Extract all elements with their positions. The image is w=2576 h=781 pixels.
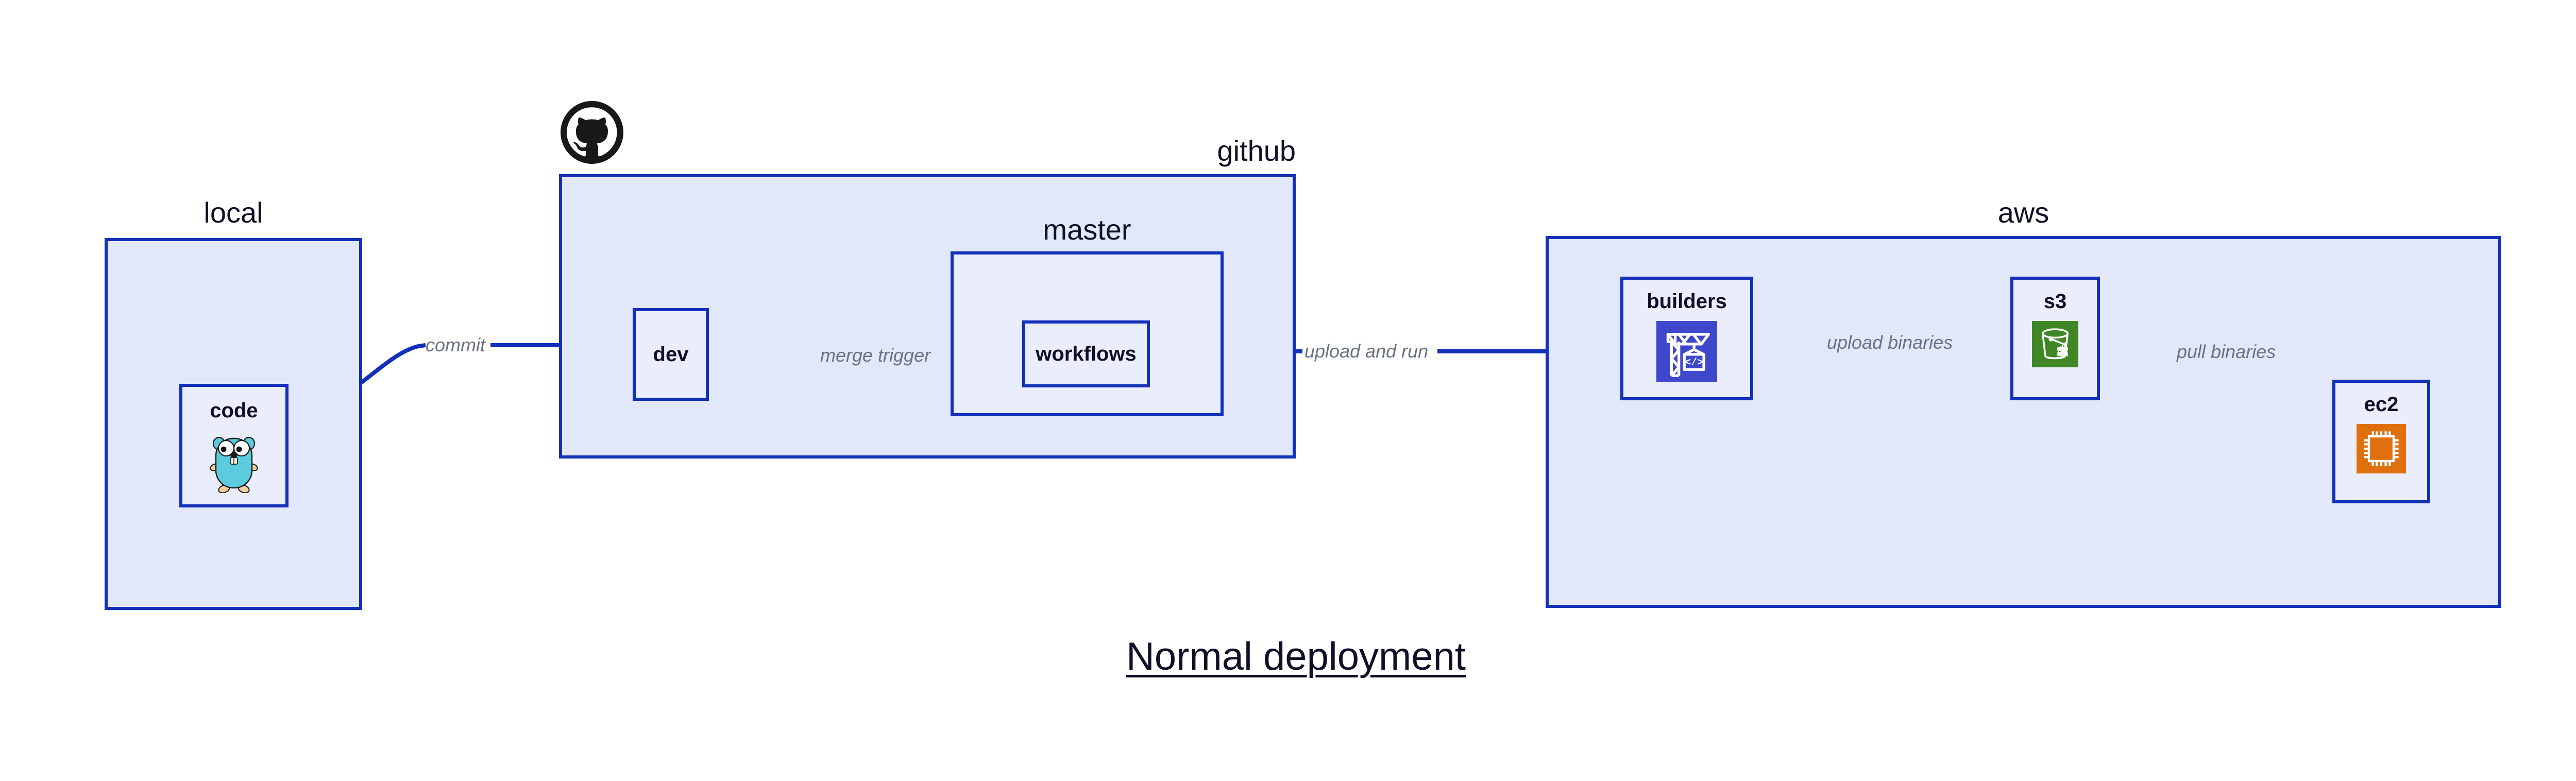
diagram-title: Normal deployment [1126, 635, 1466, 678]
edge-label-pull-binaries: pull binaries [2177, 341, 2276, 362]
node-label-dev: dev [653, 343, 689, 366]
node-label-builders: builders [1647, 290, 1727, 313]
aws-codebuild-icon: </> [1656, 321, 1717, 384]
node-label-code: code [210, 399, 258, 422]
github-octocat-icon [561, 101, 623, 166]
edge-label-merge-trigger: merge trigger [820, 345, 931, 366]
node-dev[interactable]: dev [633, 308, 709, 401]
node-code[interactable]: code [179, 384, 289, 507]
node-label-ec2: ec2 [2364, 393, 2399, 416]
edge-label-upload-binaries: upload binaries [1827, 332, 1953, 353]
edge-commit-line-a [418, 343, 426, 348]
node-workflows[interactable]: workflows [1022, 320, 1150, 387]
go-gopher-icon [209, 432, 259, 496]
edge-label-commit: commit [426, 334, 485, 355]
group-title-local: local [204, 196, 263, 229]
node-label-s3: s3 [2043, 290, 2067, 313]
node-label-workflows: workflows [1036, 343, 1137, 365]
node-ec2[interactable]: ec2 [2332, 380, 2430, 503]
node-builders[interactable]: builders < [1620, 277, 1753, 400]
svg-text:</>: </> [1685, 357, 1703, 369]
group-title-master: master [1043, 213, 1131, 246]
group-title-aws: aws [1997, 196, 2049, 229]
edge-label-upload-and-run: upload and run [1304, 341, 1429, 362]
aws-s3-glacier-icon [2032, 321, 2078, 370]
group-title-github: github [1217, 134, 1296, 167]
aws-ec2-icon [2357, 424, 2406, 476]
node-s3[interactable]: s3 [2010, 277, 2100, 400]
